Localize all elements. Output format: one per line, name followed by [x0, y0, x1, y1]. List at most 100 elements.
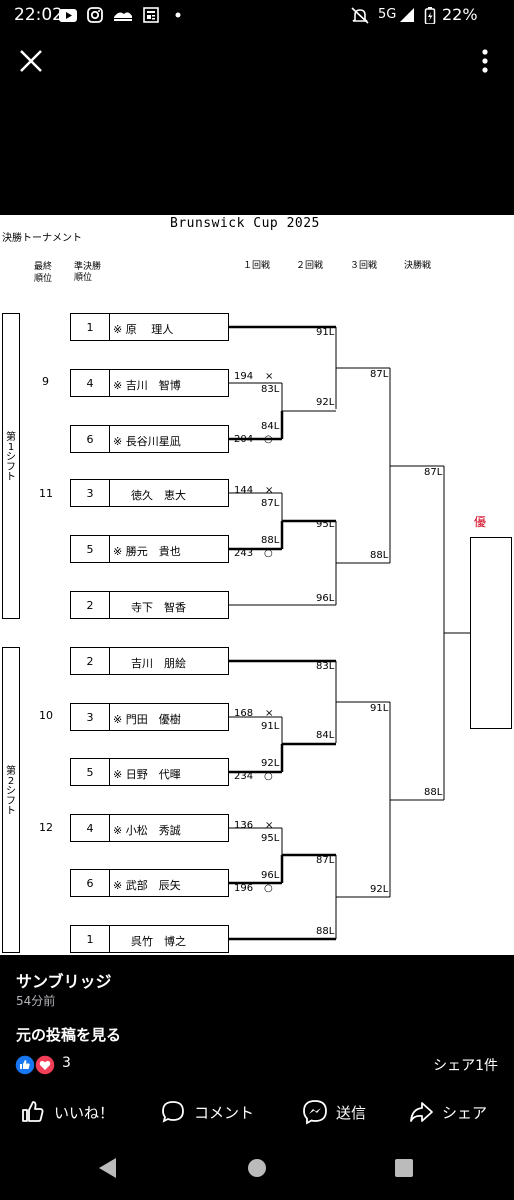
news-icon	[143, 7, 159, 23]
lane-label: 91L	[316, 327, 335, 338]
love-icon	[34, 1054, 56, 1076]
close-button[interactable]	[14, 44, 48, 78]
player-name: 寺下 智香	[113, 601, 186, 614]
champion-label: 優 勝	[474, 515, 514, 529]
back-icon[interactable]	[96, 1156, 118, 1180]
player-name: ※ 日野 代暉	[113, 768, 181, 781]
player-entry: 3 徳久 恵大	[70, 479, 229, 507]
share-icon	[410, 1102, 433, 1122]
header-final: 決勝戦	[404, 261, 432, 271]
document-title: Brunswick Cup 2025	[170, 216, 320, 231]
player-seed: 5	[86, 766, 94, 779]
player-seed: 1	[86, 321, 94, 334]
lane-label: 96L	[261, 870, 280, 881]
action-bar: いいね！ コメント 送信 シェア	[0, 1096, 514, 1132]
seed-divider	[109, 648, 110, 674]
messenger-icon	[303, 1100, 327, 1125]
seed-divider	[109, 926, 110, 952]
thumbs-up-icon	[22, 1101, 44, 1122]
lane-label: 95L	[316, 519, 335, 530]
player-name: 吉川 朋絵	[113, 657, 186, 670]
lane-label: 91L	[261, 721, 280, 732]
like-icon	[14, 1054, 36, 1076]
reaction-count: 3	[62, 1055, 71, 1071]
score-bottom: 234	[234, 771, 254, 782]
player-seed: 4	[86, 822, 94, 835]
loss-mark: ×	[265, 820, 274, 831]
header-round1: １回戦	[243, 261, 271, 271]
score-top: 194	[234, 371, 254, 382]
network-type: 5G	[378, 7, 397, 22]
navigation-bar	[0, 1148, 514, 1188]
header-final-rank: 最終 順位	[34, 262, 53, 284]
more-options-button[interactable]	[470, 44, 500, 78]
seed-divider	[109, 815, 110, 841]
share-label: シェア	[442, 1103, 488, 1122]
lane-label: 88L	[424, 787, 443, 798]
final-rank: 10	[39, 709, 53, 722]
home-icon[interactable]	[245, 1156, 269, 1180]
post-author[interactable]: サンブリッジ	[16, 972, 112, 991]
player-seed: 6	[86, 433, 94, 446]
player-seed: 1	[86, 933, 94, 946]
header-semi-rank: 準決勝 順位	[74, 262, 102, 283]
score-bottom: 243	[234, 548, 254, 559]
lane-label: 92L	[370, 884, 389, 895]
dot-icon	[175, 12, 181, 18]
recents-icon[interactable]	[393, 1156, 415, 1180]
player-entry: 6※ 武部 辰矢	[70, 869, 229, 897]
view-original-post-link[interactable]: 元の投稿を見る	[16, 1026, 122, 1044]
comment-button[interactable]: コメント	[160, 1096, 254, 1128]
player-seed: 5	[86, 543, 94, 556]
lane-label: 84L	[316, 730, 335, 741]
status-time: 22:02	[14, 5, 63, 25]
player-seed: 6	[86, 877, 94, 890]
player-seed: 2	[86, 655, 94, 668]
player-entry: 1 ※ 原 理人	[70, 313, 229, 341]
loss-mark: ×	[265, 485, 274, 496]
player-name: ※ 長谷川星凪	[113, 435, 181, 448]
share-button[interactable]: シェア	[408, 1096, 487, 1128]
player-entry: 4 ※ 小松 秀誠	[70, 814, 229, 842]
player-name: 徳久 恵大	[113, 489, 186, 502]
mute-icon	[351, 7, 369, 24]
score-bottom: 204	[234, 434, 254, 445]
player-name: ※ 小松 秀誠	[113, 824, 181, 837]
signal-icon	[400, 8, 414, 22]
win-mark: ○	[264, 548, 273, 559]
final-rank: 11	[39, 487, 53, 500]
share-count[interactable]: シェア1件	[433, 1058, 498, 1074]
final-rank: 12	[39, 821, 53, 834]
more-vertical-icon	[482, 49, 488, 73]
like-button[interactable]: いいね！	[20, 1096, 114, 1128]
send-button[interactable]: 送信	[302, 1096, 366, 1128]
player-entry: 5 ※ 日野 代暉	[70, 758, 229, 786]
lane-label: 83L	[316, 661, 335, 672]
seed-divider	[109, 592, 110, 618]
lane-label: 92L	[261, 758, 280, 769]
player-name: ※ 原 理人	[113, 323, 174, 336]
seed-divider	[109, 759, 110, 785]
score-bottom: 196	[234, 883, 254, 894]
shift-2-label: 第2シフト	[6, 766, 16, 817]
shift-1-box	[2, 313, 20, 619]
tournament-bracket-image[interactable]: Brunswick Cup 2025 決勝トーナメント 最終 順位 準決勝 順位…	[0, 215, 514, 955]
lane-label: 87L	[316, 855, 335, 866]
seed-divider	[109, 870, 110, 896]
youtube-icon	[59, 9, 77, 22]
lane-label: 88L	[370, 550, 389, 561]
player-entry: 3※ 門田 優樹	[70, 703, 229, 731]
player-name: 呉竹 博之	[113, 935, 186, 948]
player-seed: 3	[86, 487, 94, 500]
seed-divider	[109, 480, 110, 506]
loss-mark: ×	[265, 708, 274, 719]
player-seed: 4	[86, 377, 94, 390]
score-top: 168	[234, 708, 254, 719]
document-subtitle: 決勝トーナメント	[2, 233, 82, 244]
reaction-summary[interactable]: 3 シェア1件	[14, 1054, 504, 1076]
lane-label: 88L	[316, 926, 335, 937]
shift-2-box	[2, 647, 20, 953]
player-entry: 2 寺下 智香	[70, 591, 229, 619]
lane-label: 91L	[370, 703, 389, 714]
lane-label: 96L	[316, 593, 335, 604]
